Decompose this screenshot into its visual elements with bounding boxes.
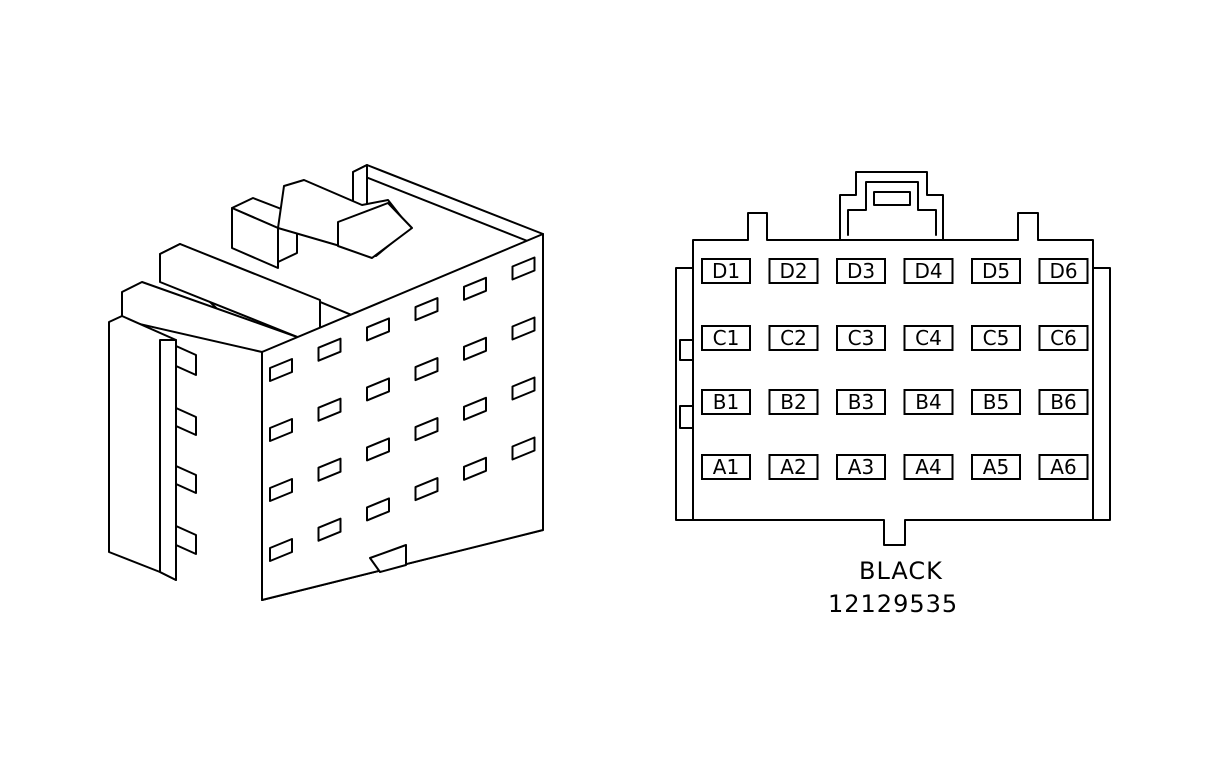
pin-cavity-c1: [701, 325, 751, 351]
pin-cavity-d1: [701, 258, 751, 284]
pin-label-a6: A6: [1050, 455, 1076, 479]
side-tab-4: [175, 525, 197, 555]
pin-label-b5: B5: [983, 390, 1009, 414]
pin-label-c6: C6: [1050, 326, 1077, 350]
cavity-slot-r1-c6: [511, 256, 536, 281]
cavity-slot-r3-c1: [269, 478, 293, 502]
connector-part-number: 12129535: [828, 590, 959, 618]
pin-label-b2: B2: [780, 390, 806, 414]
latch-arm-tip: [337, 202, 413, 259]
pin-label-d3: D3: [847, 259, 875, 283]
pin-cavity-a2: [768, 454, 819, 480]
cavity-slot-r2-c3: [366, 377, 390, 402]
cavity-slot-r3-c4: [414, 417, 439, 442]
cavity-slot-r4-c3: [366, 497, 390, 522]
cavity-slots: [269, 256, 536, 562]
cavity-slot-r2-c5: [463, 336, 487, 361]
pin-label-b3: B3: [848, 390, 874, 414]
pin-label-c4: C4: [915, 326, 942, 350]
cavity-slot-r1-c5: [463, 276, 487, 301]
pin-label-c3: C3: [848, 326, 875, 350]
pin-cavity-b3: [836, 389, 886, 415]
cavity-slot-r2-c2: [317, 397, 342, 422]
cavity-slot-r3-c5: [463, 396, 487, 421]
pin-label-a1: A1: [713, 455, 739, 479]
front-face: [261, 233, 544, 601]
pin-label-a5: A5: [983, 455, 1009, 479]
pin-cavity-c5: [971, 325, 1021, 351]
top-latch-inner: [847, 181, 937, 236]
pin-cavity-b2: [768, 389, 819, 415]
pin-label-d4: D4: [914, 259, 942, 283]
pin-label-a4: A4: [915, 455, 941, 479]
pin-cavity-c4: [903, 325, 954, 351]
pin-label-a3: A3: [848, 455, 874, 479]
pin-cavity-b6: [1038, 389, 1089, 415]
pin-cavity-a1: [701, 454, 751, 480]
latch-face: [231, 207, 279, 269]
pin-label-d2: D2: [779, 259, 807, 283]
cavity-slot-r2-c1: [269, 418, 293, 442]
bottom-key: [369, 544, 407, 573]
pin-cavity-a5: [971, 454, 1021, 480]
pin-label-c5: C5: [983, 326, 1010, 350]
cavity-slot-r4-c5: [463, 456, 487, 481]
pin-cavity-d4: [903, 258, 954, 284]
cavity-slot-r1-c3: [366, 317, 390, 342]
pin-label-b6: B6: [1050, 390, 1076, 414]
pin-label-a2: A2: [780, 455, 806, 479]
pin-label-b4: B4: [915, 390, 941, 414]
left-rail-tab-1: [679, 339, 694, 361]
cavity-slot-r3-c2: [317, 457, 342, 482]
right-side-rail: [1092, 267, 1111, 521]
pin-cavity-d6: [1038, 258, 1089, 284]
left-rail-tab-2: [679, 405, 694, 429]
pin-cavity-d3: [836, 258, 886, 284]
cavity-slot-r1-c2: [317, 337, 342, 362]
pin-cavity-c6: [1038, 325, 1089, 351]
pin-cavity-a3: [836, 454, 886, 480]
cavity-slot-r4-c1: [269, 538, 293, 562]
cavity-slot-r4-c6: [511, 436, 536, 461]
side-tab-2: [175, 407, 197, 436]
cavity-slot-r2-c6: [511, 316, 536, 341]
connector-color-label: BLACK: [859, 557, 943, 585]
pin-cavity-a6: [1038, 454, 1089, 480]
side-tab-1: [175, 345, 197, 376]
cavity-slot-r3-c3: [366, 437, 390, 462]
pin-label-c2: C2: [780, 326, 807, 350]
left-side-inner: [159, 339, 177, 581]
pin-label-b1: B1: [713, 390, 739, 414]
connector-body: [692, 212, 1094, 546]
cavity-slot-r2-c4: [414, 357, 439, 382]
side-tab-3: [175, 465, 197, 494]
pin-cavity-c2: [768, 325, 819, 351]
pin-cavity-b1: [701, 389, 751, 415]
pin-label-d5: D5: [982, 259, 1010, 283]
pin-cavity-b4: [903, 389, 954, 415]
pin-cavity-d2: [768, 258, 819, 284]
cavity-slot-r1-c1: [269, 358, 293, 382]
pin-label-d6: D6: [1049, 259, 1077, 283]
cavity-slot-r4-c4: [414, 477, 439, 502]
top-latch-slot: [873, 191, 911, 206]
cavity-slot-r3-c6: [511, 376, 536, 401]
cavity-slot-r4-c2: [317, 517, 342, 542]
pin-cavity-d5: [971, 258, 1021, 284]
cavity-slot-r1-c4: [414, 297, 439, 322]
left-side-rail: [675, 267, 694, 521]
pin-cavity-c3: [836, 325, 886, 351]
pin-cavity-a4: [903, 454, 954, 480]
pin-label-d1: D1: [712, 259, 740, 283]
pin-label-c1: C1: [713, 326, 740, 350]
pin-cavity-b5: [971, 389, 1021, 415]
